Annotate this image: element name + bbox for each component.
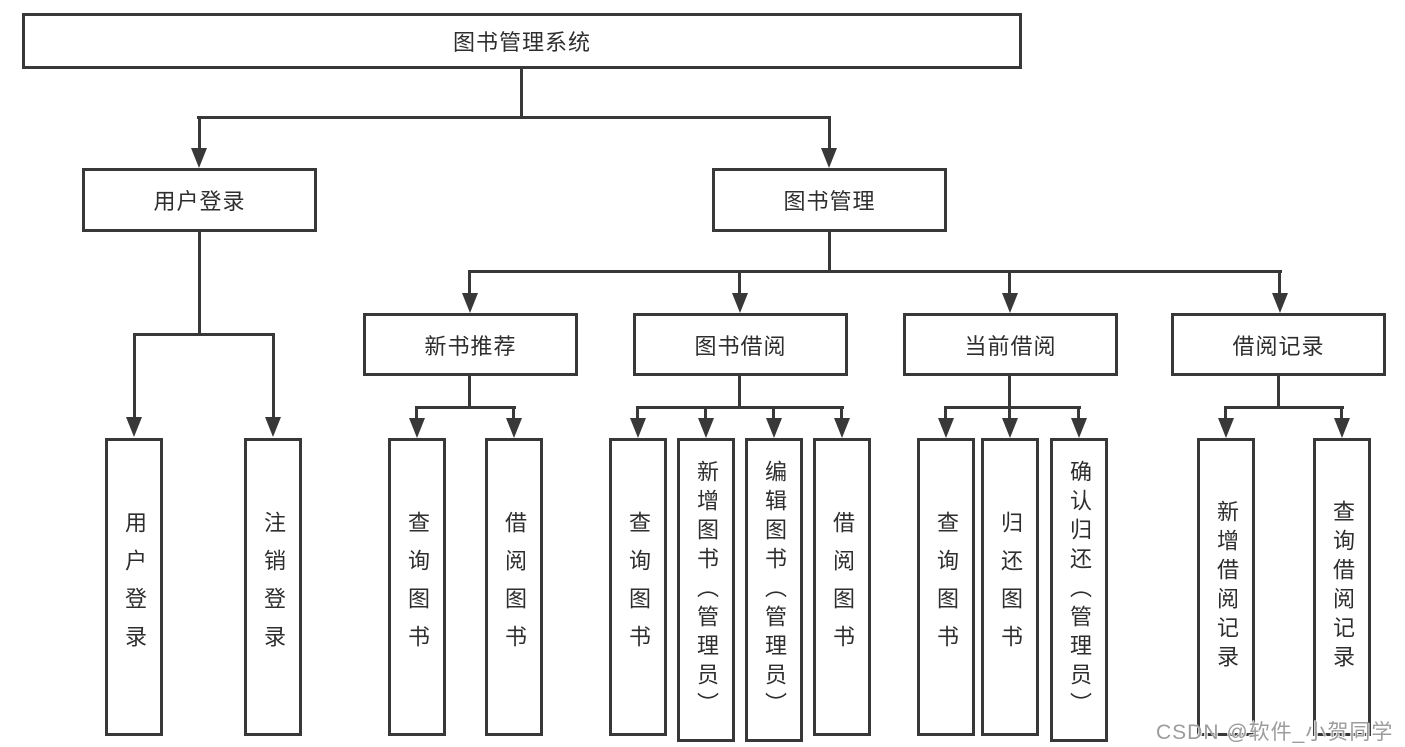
connector-line bbox=[198, 116, 201, 150]
node-book-borrowing: 图书借阅 bbox=[633, 313, 848, 376]
connector-line bbox=[1008, 270, 1011, 295]
connector-line bbox=[772, 406, 775, 420]
connector-line bbox=[828, 116, 831, 150]
connector-line bbox=[1277, 376, 1280, 408]
connector-line bbox=[636, 406, 639, 420]
node-new-book-recommend: 新书推荐 bbox=[363, 313, 578, 376]
connector-line bbox=[704, 406, 707, 420]
leaf-confirm-return-admin: 确认归还（管理员） bbox=[1050, 438, 1108, 742]
connector-line bbox=[198, 232, 201, 335]
leaf-add-borrow-record: 新增借阅记录 bbox=[1197, 438, 1255, 736]
arrowhead-down-icon bbox=[409, 418, 425, 438]
arrowhead-down-icon bbox=[1334, 418, 1350, 438]
connector-line bbox=[738, 270, 741, 295]
connector-line bbox=[1008, 376, 1011, 408]
connector-line bbox=[468, 270, 1282, 273]
connector-line bbox=[415, 406, 516, 409]
node-user-login: 用户登录 bbox=[82, 168, 317, 232]
connector-line bbox=[1340, 406, 1343, 420]
leaf-borrow-book: 借阅图书 bbox=[485, 438, 543, 736]
connector-line bbox=[468, 376, 471, 408]
arrowhead-down-icon bbox=[698, 418, 714, 438]
node-library-management-system: 图书管理系统 bbox=[22, 13, 1022, 69]
connector-line bbox=[1077, 406, 1080, 420]
node-book-management: 图书管理 bbox=[712, 168, 947, 232]
arrowhead-down-icon bbox=[506, 418, 522, 438]
connector-line bbox=[1278, 270, 1281, 295]
connector-line bbox=[944, 406, 1081, 409]
leaf-query-book: 查询图书 bbox=[388, 438, 446, 736]
arrowhead-down-icon bbox=[732, 293, 748, 313]
connector-line bbox=[1224, 406, 1227, 420]
connector-line bbox=[272, 333, 275, 419]
connector-line bbox=[520, 69, 523, 117]
connector-line bbox=[840, 406, 843, 420]
arrowhead-down-icon bbox=[1272, 293, 1288, 313]
arrowhead-down-icon bbox=[1002, 293, 1018, 313]
connector-line bbox=[415, 406, 418, 420]
arrowhead-down-icon bbox=[938, 418, 954, 438]
connector-line bbox=[133, 333, 136, 419]
connector-line bbox=[828, 232, 831, 273]
leaf-query-book: 查询图书 bbox=[917, 438, 975, 736]
arrowhead-down-icon bbox=[1071, 418, 1087, 438]
node-current-borrowing: 当前借阅 bbox=[903, 313, 1118, 376]
connector-line bbox=[636, 406, 844, 409]
arrowhead-down-icon bbox=[834, 418, 850, 438]
arrowhead-down-icon bbox=[821, 148, 837, 168]
node-borrow-records: 借阅记录 bbox=[1171, 313, 1386, 376]
connector-line bbox=[197, 116, 831, 119]
connector-line bbox=[1224, 406, 1344, 409]
leaf-query-book: 查询图书 bbox=[609, 438, 667, 736]
leaf-query-borrow-record: 查询借阅记录 bbox=[1313, 438, 1371, 736]
connector-line bbox=[133, 333, 275, 336]
leaf-logout: 注销登录 bbox=[244, 438, 302, 736]
leaf-borrow-book: 借阅图书 bbox=[813, 438, 871, 736]
leaf-add-book-admin: 新增图书（管理员） bbox=[677, 438, 735, 742]
arrowhead-down-icon bbox=[265, 417, 281, 437]
connector-line bbox=[468, 270, 471, 295]
connector-line bbox=[512, 406, 515, 420]
connector-line bbox=[738, 376, 741, 408]
leaf-edit-book-admin: 编辑图书（管理员） bbox=[745, 438, 803, 742]
arrowhead-down-icon bbox=[630, 418, 646, 438]
arrowhead-down-icon bbox=[126, 417, 142, 437]
leaf-user-login: 用户登录 bbox=[105, 438, 163, 736]
connector-line bbox=[944, 406, 947, 420]
connector-line bbox=[1008, 406, 1011, 420]
arrowhead-down-icon bbox=[462, 293, 478, 313]
arrowhead-down-icon bbox=[1002, 418, 1018, 438]
arrowhead-down-icon bbox=[1218, 418, 1234, 438]
arrowhead-down-icon bbox=[191, 148, 207, 168]
leaf-return-book: 归还图书 bbox=[981, 438, 1039, 736]
arrowhead-down-icon bbox=[766, 418, 782, 438]
csdn-watermark: CSDN @软件_小贺同学 bbox=[1156, 721, 1394, 744]
